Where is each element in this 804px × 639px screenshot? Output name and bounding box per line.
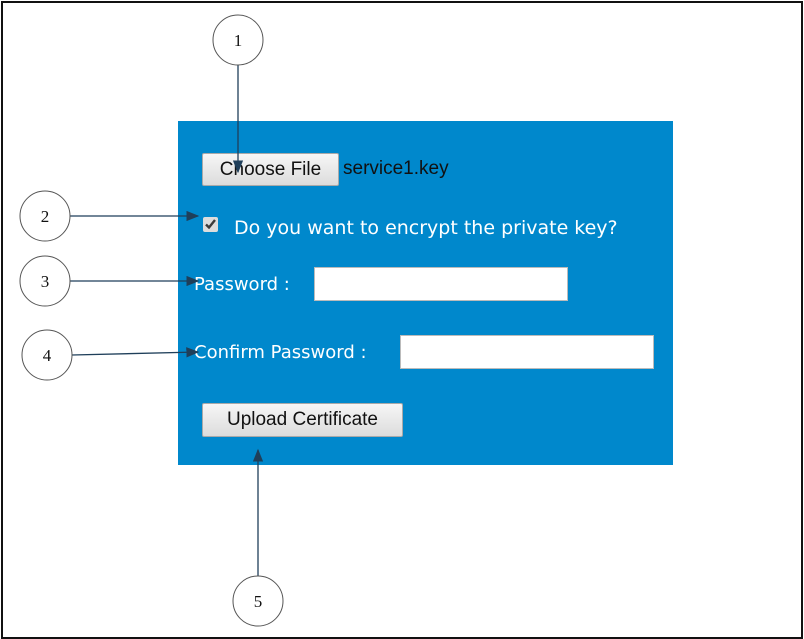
callout-number-1: 1 [234, 31, 243, 50]
callout-number-4: 4 [43, 346, 52, 365]
callout-circle-4 [21, 329, 73, 381]
callout-number-2: 2 [41, 207, 50, 226]
password-label: Password : [194, 274, 290, 295]
callout-circle-1 [212, 14, 264, 66]
callout-arrow-4 [71, 347, 200, 358]
callout-circle-5 [232, 575, 284, 627]
callout-circle-2 [19, 190, 71, 242]
selected-file-name: service1.key [343, 158, 449, 179]
encrypt-private-key-checkbox[interactable] [203, 217, 218, 232]
callout-number-5: 5 [254, 592, 263, 611]
password-input[interactable] [314, 267, 568, 301]
encrypt-private-key-label: Do you want to encrypt the private key? [234, 217, 618, 239]
upload-certificate-panel: Choose File service1.key Do you want to … [178, 121, 673, 465]
upload-certificate-button[interactable]: Upload Certificate [202, 403, 403, 437]
callout-circle-3 [19, 255, 71, 307]
callout-number-3: 3 [41, 272, 50, 291]
choose-file-button[interactable]: Choose File [202, 153, 339, 186]
confirm-password-label: Confirm Password : [194, 342, 367, 363]
confirm-password-input[interactable] [400, 335, 654, 369]
